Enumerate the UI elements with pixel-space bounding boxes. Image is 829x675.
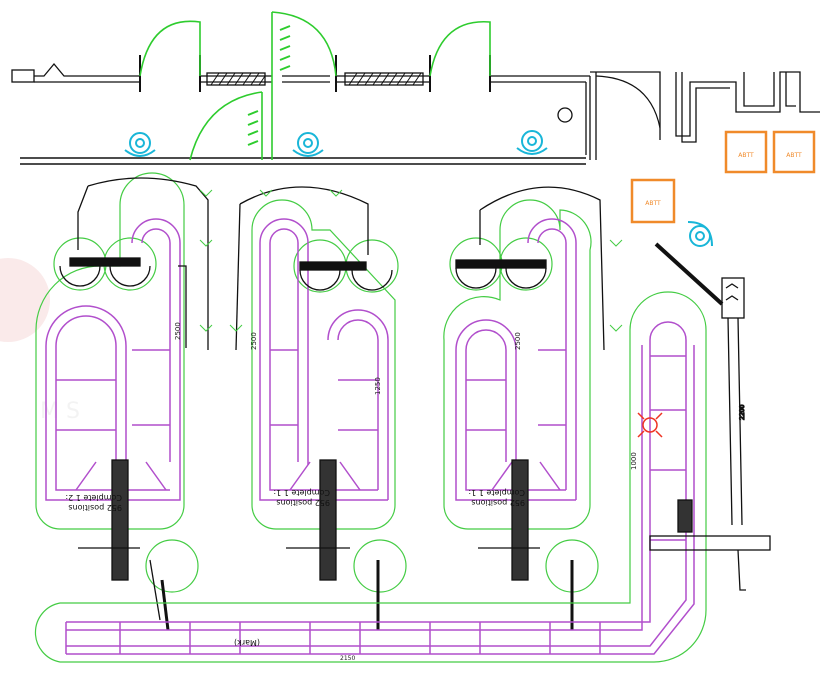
cell-caption-positions: 952 positions	[471, 498, 525, 507]
conveyor-rails	[259, 218, 389, 501]
robot-icons	[124, 130, 713, 247]
dimension-label: 2500	[174, 322, 182, 340]
robot-icon-4	[687, 221, 713, 247]
clearance-zones	[35, 172, 199, 593]
cell-caption-positions: 952 positions	[68, 503, 122, 512]
flow-markers	[199, 189, 623, 332]
work-cell-3: Complete 1 1: 952 positions 2500	[443, 186, 605, 630]
cabinet-label: ABTT	[645, 200, 661, 207]
doors	[139, 11, 661, 161]
door-3	[271, 11, 337, 160]
cell-caption: Complete 1 1:	[468, 488, 525, 497]
hatch-lines	[210, 72, 422, 86]
wall-end-block	[11, 69, 35, 83]
window-hatch-1	[206, 72, 266, 86]
door-1	[139, 20, 201, 77]
gantry-tower: 2200	[649, 242, 771, 591]
cabinet-label: ABTT	[786, 152, 802, 159]
cell-caption: Complete 1 1:	[273, 488, 330, 497]
robot-icon-3	[516, 130, 548, 155]
dimension-label: 1250	[374, 377, 382, 395]
tower-dim: 2200	[739, 405, 746, 420]
main-conveyor: (Mark) 2150 1000	[34, 291, 707, 663]
cabinet-1: ABTT	[724, 130, 768, 174]
cabinet-label: ABTT	[738, 152, 754, 159]
equipment	[455, 186, 605, 630]
equipment	[235, 186, 393, 630]
conveyor-dim: 2150	[340, 655, 355, 662]
cabinets: ABTT ABTT ABTT	[630, 130, 816, 224]
work-cell-1: Complete 1 2: 952 positions 2500	[35, 172, 209, 631]
side-conveyor-dim: 1000	[630, 452, 638, 470]
wall-segment-left	[34, 62, 140, 77]
dimension-label: 2500	[250, 332, 258, 350]
conveyor-clearance	[34, 291, 707, 663]
alarm-icon	[637, 412, 663, 438]
column-marker	[557, 107, 573, 123]
door-2	[429, 21, 491, 77]
door-4	[189, 91, 263, 161]
robot-icon-1	[124, 132, 156, 157]
conveyor-rails	[455, 218, 577, 501]
conveyor-label: (Mark)	[234, 638, 260, 647]
cell-caption-positions: 952 positions	[276, 498, 330, 507]
cabinet-3: ABTT	[630, 178, 676, 224]
cabinet-2: ABTT	[772, 130, 816, 174]
cell-caption: Complete 1 2:	[65, 493, 122, 502]
robot-icon-2	[292, 132, 324, 157]
work-cell-2: Complete 1 1: 952 positions 2500 1250	[235, 186, 407, 630]
watermark-disc	[0, 258, 50, 342]
dimension-label: 2500	[514, 332, 522, 350]
conveyor-rails	[65, 321, 695, 655]
equipment	[59, 177, 209, 631]
window-hatch-2	[344, 72, 424, 86]
watermark: M S	[0, 258, 80, 424]
top-wall	[11, 55, 820, 165]
